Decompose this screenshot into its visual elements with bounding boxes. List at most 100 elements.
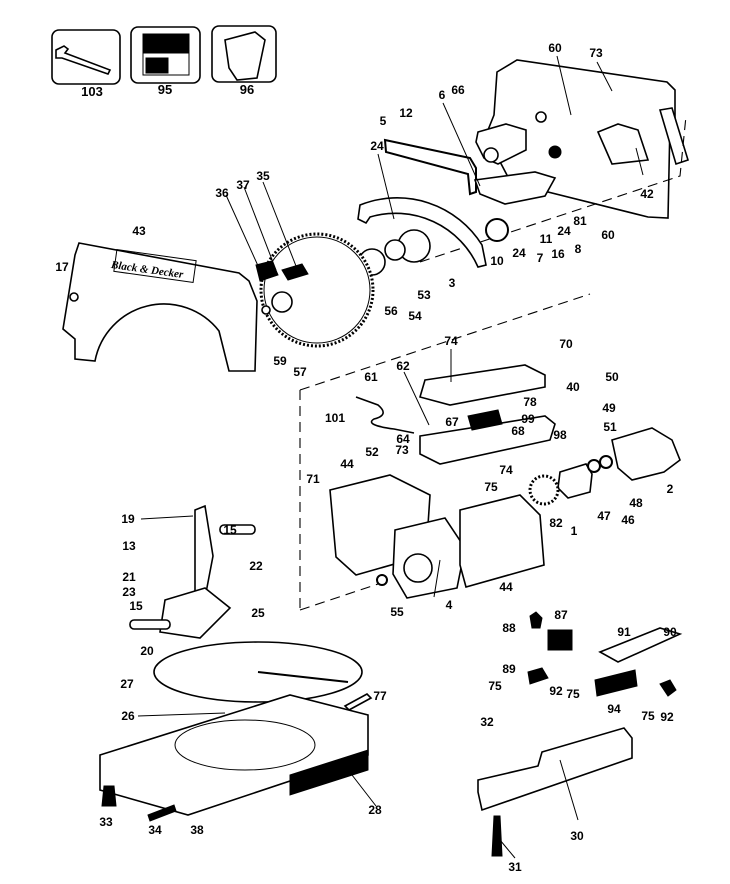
callout-62: 62: [396, 359, 410, 373]
callout-66: 66: [451, 83, 465, 97]
accessory-95-manual: [130, 26, 201, 84]
callout-75-mid: 75: [566, 687, 580, 701]
callout-54: 54: [408, 309, 422, 323]
callout-91: 91: [617, 625, 631, 639]
callout-5: 5: [379, 114, 387, 128]
callout-23: 23: [122, 585, 136, 599]
wrench-icon: [55, 45, 112, 75]
extension: [477, 727, 633, 812]
motor-housing-right: [459, 494, 545, 588]
callout-95: 95: [157, 82, 173, 97]
washer-10: [485, 218, 509, 242]
callout-16: 16: [551, 247, 565, 261]
callout-28: 28: [368, 803, 382, 817]
callout-68: 68: [511, 424, 525, 438]
callout-51: 51: [603, 420, 617, 434]
callout-24-right: 24: [557, 224, 571, 238]
callout-61: 61: [364, 370, 378, 384]
callout-36: 36: [215, 186, 229, 200]
callout-75-right: 75: [641, 709, 655, 723]
saw-blade: [259, 232, 375, 348]
callout-22: 22: [249, 559, 263, 573]
callout-43: 43: [132, 224, 146, 238]
callout-26: 26: [121, 709, 135, 723]
trunnion-bracket: [129, 504, 256, 639]
callout-49: 49: [602, 401, 616, 415]
foot: [101, 785, 117, 807]
callout-40: 40: [566, 380, 580, 394]
callout-82: 82: [549, 516, 563, 530]
callout-46: 46: [621, 513, 635, 527]
callout-34: 34: [148, 823, 162, 837]
gear-case: [392, 517, 466, 599]
callout-81: 81: [573, 214, 587, 228]
callout-73-lower: 73: [395, 443, 409, 457]
callout-42: 42: [640, 187, 654, 201]
callout-73: 73: [589, 46, 603, 60]
callout-2: 2: [666, 482, 674, 496]
callout-11: 11: [539, 232, 553, 246]
callout-6: 6: [438, 88, 446, 102]
callout-1: 1: [570, 524, 578, 538]
callout-15-lower: 15: [129, 599, 143, 613]
assembly-guide-lines: [299, 115, 687, 611]
callout-78: 78: [523, 395, 537, 409]
accessory-96-parts-bag: [211, 25, 277, 83]
callout-25: 25: [251, 606, 265, 620]
callout-55: 55: [390, 605, 404, 619]
callout-35: 35: [256, 169, 270, 183]
part-36: [255, 260, 279, 282]
callout-87: 87: [554, 608, 568, 622]
callout-32: 32: [480, 715, 494, 729]
callout-20: 20: [140, 644, 154, 658]
callout-48: 48: [629, 496, 643, 510]
callout-44: 44: [340, 457, 354, 471]
callout-52: 52: [365, 445, 379, 459]
callout-92: 92: [549, 684, 563, 698]
callout-90: 90: [663, 625, 677, 639]
callout-75: 75: [484, 480, 498, 494]
callout-60: 60: [548, 41, 562, 55]
callout-19: 19: [121, 512, 135, 526]
parts-bag-icon: [224, 31, 266, 81]
callout-3: 3: [448, 276, 456, 290]
callout-53: 53: [417, 288, 431, 302]
callout-99: 99: [521, 412, 535, 426]
arm-pivot-bracket: [475, 123, 527, 165]
base: [99, 694, 369, 816]
callout-60-lower: 60: [601, 228, 615, 242]
callout-71: 71: [306, 472, 320, 486]
callout-44-right: 44: [499, 580, 513, 594]
callout-74: 74: [444, 334, 458, 348]
callout-7: 7: [536, 251, 544, 265]
callout-56: 56: [384, 304, 398, 318]
part-35: [281, 263, 309, 281]
switch-housing: [419, 364, 556, 465]
callout-57: 57: [293, 365, 307, 379]
callout-24: 24: [370, 139, 384, 153]
handle: [147, 804, 177, 822]
callout-59: 59: [273, 354, 287, 368]
callout-17: 17: [55, 260, 69, 274]
callout-64: 64: [396, 432, 410, 446]
callout-8: 8: [574, 242, 582, 256]
callout-30: 30: [570, 829, 584, 843]
callout-88: 88: [502, 621, 516, 635]
callout-70: 70: [559, 337, 573, 351]
callout-15: 15: [223, 523, 237, 537]
flange-57: [271, 291, 293, 313]
washer-55: [376, 574, 388, 586]
callout-38: 38: [190, 823, 204, 837]
callout-67: 67: [445, 415, 459, 429]
callout-74-lower: 74: [499, 463, 513, 477]
turntable: [153, 641, 363, 703]
leg: [491, 815, 503, 857]
upper-blade-guard: [357, 197, 487, 268]
lock-rod: [343, 693, 373, 711]
lower-bracket: [473, 171, 557, 205]
leader-lines: [137, 55, 644, 859]
nut-59: [261, 305, 271, 315]
callout-33: 33: [99, 815, 113, 829]
flange-53: [384, 239, 406, 261]
